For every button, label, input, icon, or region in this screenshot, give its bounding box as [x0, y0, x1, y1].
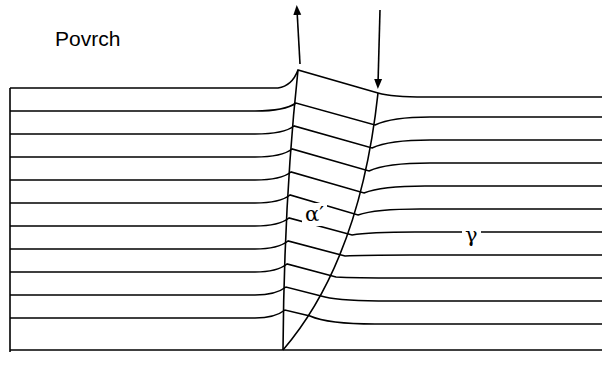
plate-boundary — [283, 70, 298, 350]
plate-boundary — [283, 93, 378, 350]
layer-line — [10, 149, 602, 171]
layer-line — [10, 172, 602, 193]
left-edge — [9, 88, 11, 352]
layer-line — [10, 310, 602, 324]
layer-line — [10, 241, 602, 256]
layer-line — [10, 349, 602, 351]
layer-line — [10, 126, 602, 148]
layer-line — [10, 264, 602, 278]
shear-arrow — [297, 10, 300, 64]
surface-line — [10, 70, 602, 97]
layer-line — [10, 103, 602, 125]
shear-arrow — [378, 10, 380, 84]
surface-label: Povrch — [52, 27, 123, 50]
layer-line — [10, 287, 602, 301]
phase-label: γ — [462, 224, 481, 247]
phase-label: α′ — [302, 203, 327, 226]
